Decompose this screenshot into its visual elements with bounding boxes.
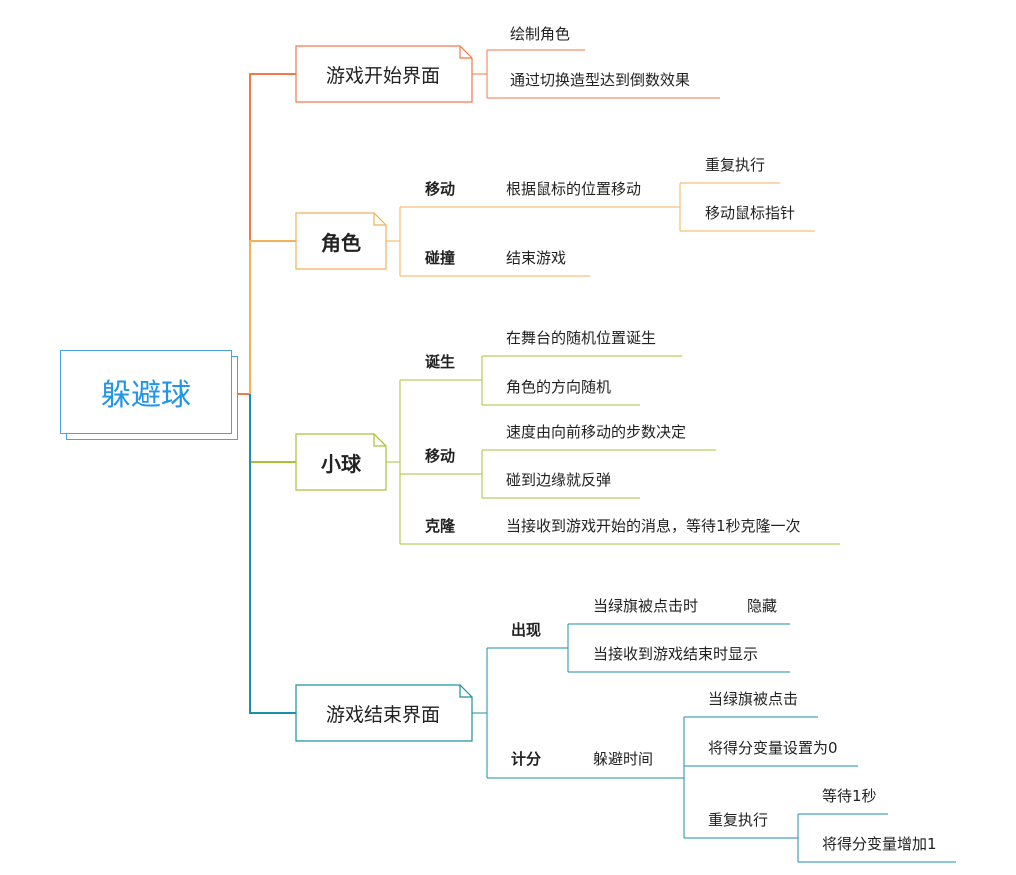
ball-move-speed[interactable]: 速度由向前移动的步数决定 xyxy=(506,423,687,441)
ball-clone-detail[interactable]: 当接收到游戏开始的消息，等待1秒克隆一次 xyxy=(506,517,801,535)
role-move-label[interactable]: 移动 xyxy=(425,180,456,198)
topic-end-screen[interactable]: 游戏结束界面 xyxy=(325,703,440,726)
leaf-countdown[interactable]: 通过切换造型达到倒数效果 xyxy=(510,71,691,89)
role-move-repeat[interactable]: 重复执行 xyxy=(705,156,766,174)
role-collide-detail[interactable]: 结束游戏 xyxy=(506,249,567,267)
ball-move-bounce[interactable]: 碰到边缘就反弹 xyxy=(506,471,612,489)
topic-start-screen[interactable]: 游戏开始界面 xyxy=(325,64,440,87)
end-score-repeat-label[interactable]: 重复执行 xyxy=(708,811,769,829)
topic-role[interactable]: 角色 xyxy=(321,230,361,255)
end-score-set-zero[interactable]: 将得分变量设置为0 xyxy=(708,739,838,757)
topic-ball[interactable]: 小球 xyxy=(321,451,361,476)
role-collide-label[interactable]: 碰撞 xyxy=(425,249,456,267)
end-appear-flag[interactable]: 当绿旗被点击时 xyxy=(593,597,699,615)
role-move-pointer[interactable]: 移动鼠标指针 xyxy=(705,204,796,222)
root-node[interactable] xyxy=(60,350,232,434)
end-score-detail[interactable]: 躲避时间 xyxy=(593,750,654,768)
ball-born-label[interactable]: 诞生 xyxy=(425,353,456,371)
end-appear-label[interactable]: 出现 xyxy=(511,621,542,639)
root-title: 躲避球 xyxy=(101,378,191,413)
end-score-flag[interactable]: 当绿旗被点击 xyxy=(708,690,799,708)
end-score-wait[interactable]: 等待1秒 xyxy=(822,787,877,805)
end-score-increase[interactable]: 将得分变量增加1 xyxy=(822,835,937,853)
role-move-detail[interactable]: 根据鼠标的位置移动 xyxy=(506,180,642,198)
end-appear-show[interactable]: 当接收到游戏结束时显示 xyxy=(593,645,759,663)
ball-clone-label[interactable]: 克隆 xyxy=(425,517,456,535)
ball-born-random-dir[interactable]: 角色的方向随机 xyxy=(506,378,612,396)
leaf-draw-role[interactable]: 绘制角色 xyxy=(510,25,571,43)
ball-move-label[interactable]: 移动 xyxy=(425,447,456,465)
end-score-label[interactable]: 计分 xyxy=(511,750,542,768)
end-appear-hide[interactable]: 隐藏 xyxy=(747,597,778,615)
ball-born-random-pos[interactable]: 在舞台的随机位置诞生 xyxy=(506,329,657,347)
